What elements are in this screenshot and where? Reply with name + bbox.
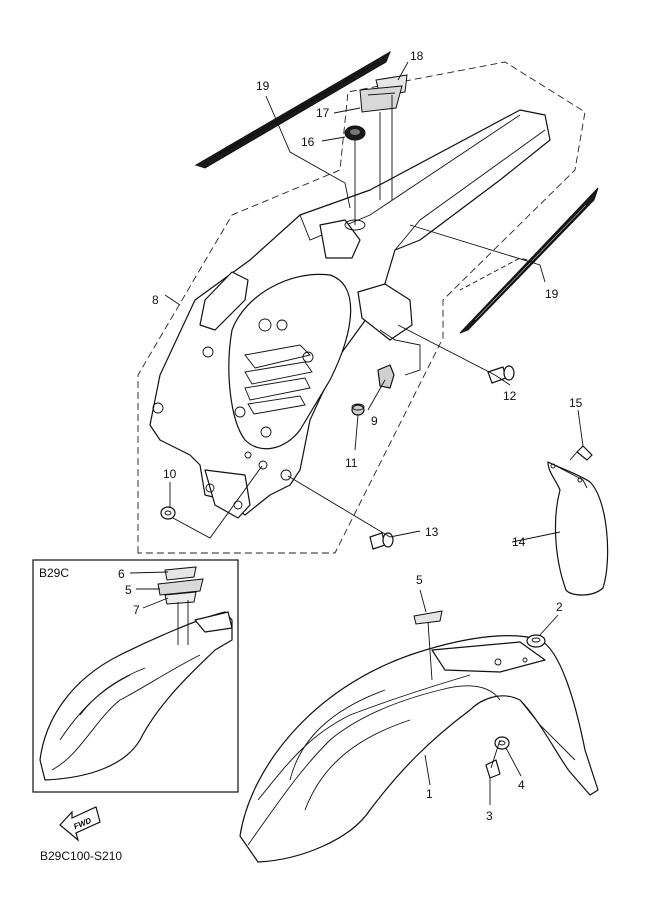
callout-5-inset: 5 xyxy=(125,583,132,597)
rear-fender-graphic-left[interactable] xyxy=(194,50,392,169)
callout-8: 8 xyxy=(152,293,159,307)
screw-15[interactable] xyxy=(569,445,593,461)
front-fender[interactable] xyxy=(239,635,599,863)
callout-9: 9 xyxy=(371,414,378,428)
callout-12: 12 xyxy=(503,389,517,403)
rear-fender-group-outline xyxy=(137,61,586,554)
bolt-12[interactable] xyxy=(487,365,515,384)
callout-10: 10 xyxy=(163,467,177,481)
callout-4: 4 xyxy=(518,778,525,792)
inset-front-fender xyxy=(39,611,233,781)
rear-plate-17[interactable] xyxy=(359,85,403,113)
bracket-9[interactable] xyxy=(377,364,395,389)
collar-2[interactable] xyxy=(526,634,546,648)
collar-10[interactable] xyxy=(160,506,176,520)
fwd-arrow-icon: FWD xyxy=(59,806,101,842)
inset-b29c: B29C xyxy=(32,559,239,793)
rear-fender[interactable] xyxy=(149,109,551,519)
inset-decal-6 xyxy=(164,566,197,581)
callout-6: 6 xyxy=(118,567,125,581)
callout-19-right: 19 xyxy=(545,287,559,301)
washer-4[interactable] xyxy=(494,736,510,750)
callout-2: 2 xyxy=(556,600,563,614)
callout-5: 5 xyxy=(416,573,423,587)
callout-16: 16 xyxy=(301,135,315,149)
leader-lines xyxy=(164,61,584,805)
inset-title: B29C xyxy=(39,566,69,580)
emblem-16[interactable] xyxy=(344,125,366,141)
callout-13: 13 xyxy=(425,525,439,539)
callout-19-left: 19 xyxy=(256,79,270,93)
fender-vent-slots xyxy=(244,344,313,415)
front-decal-5[interactable] xyxy=(413,610,443,625)
bolt-3[interactable] xyxy=(485,739,501,779)
callout-15: 15 xyxy=(569,396,583,410)
diagram-code: B29C100-S210 xyxy=(40,849,122,863)
callout-7: 7 xyxy=(133,603,140,617)
callout-18: 18 xyxy=(410,49,424,63)
mud-flap[interactable] xyxy=(547,461,609,596)
callout-17: 17 xyxy=(316,106,330,120)
inset-decal-5 xyxy=(157,578,204,596)
bolt-13[interactable] xyxy=(369,532,394,550)
callout-14: 14 xyxy=(512,535,526,549)
nut-11[interactable] xyxy=(351,403,365,416)
callout-1: 1 xyxy=(426,787,433,801)
callout-11: 11 xyxy=(345,456,358,470)
callout-3: 3 xyxy=(486,809,493,823)
rear-fender-graphic-right[interactable] xyxy=(459,187,599,334)
